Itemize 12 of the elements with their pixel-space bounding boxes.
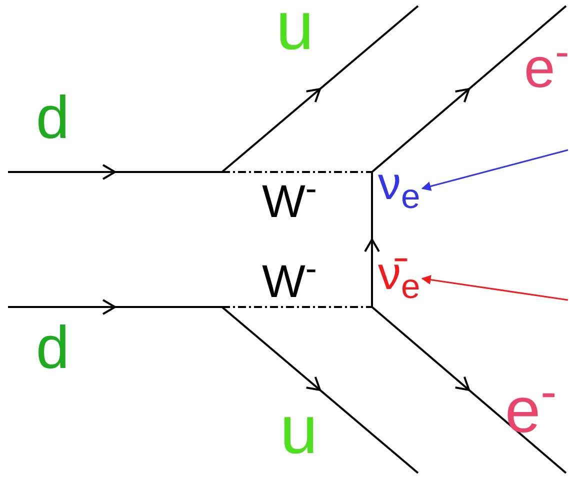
- particle-label: ν̄$_{e}$: [378, 247, 420, 299]
- particle-label: u: [280, 396, 318, 464]
- arrow: [421, 149, 568, 191]
- particle-label: W$^{-}$: [262, 258, 317, 304]
- particle-label: e$^{-}$: [505, 378, 557, 442]
- particle-label: ν$_{e}$: [378, 157, 420, 209]
- particle-label: d: [36, 318, 70, 378]
- arrow: [421, 275, 568, 301]
- particle-label: W$^{-}$: [262, 178, 317, 224]
- particle-label: u: [276, 0, 314, 60]
- particle-label: e$^{-}$: [524, 40, 570, 96]
- particle-label: d: [36, 88, 70, 148]
